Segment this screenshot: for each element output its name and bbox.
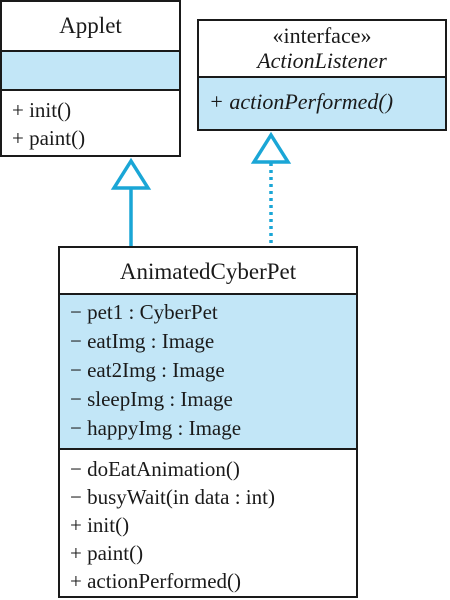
operation-row: + actionPerformed() — [70, 569, 242, 593]
applet-class-name: Applet — [59, 13, 122, 38]
interface-name: ActionListener — [257, 48, 387, 73]
interface-stereotype: «interface» — [272, 23, 372, 48]
interface-operation: + actionPerformed() — [209, 89, 394, 114]
animated-cyber-pet-attributes-section: − pet1 : CyberPet − eatImg : Image − eat… — [60, 293, 356, 448]
applet-operation: + paint() — [12, 126, 86, 150]
animated-cyber-pet-class-name: AnimatedCyberPet — [119, 259, 297, 284]
applet-operation: + init() — [12, 98, 72, 122]
applet-operations-section: + init() + paint() — [2, 89, 179, 155]
generalization-arrow — [110, 157, 152, 246]
attribute-row: − eat2Img : Image — [70, 358, 225, 382]
realization-arrow — [250, 131, 292, 246]
operation-row: + init() — [70, 513, 130, 537]
attribute-row: − sleepImg : Image — [70, 387, 233, 411]
animated-cyber-pet-class-box: AnimatedCyberPet − pet1 : CyberPet − eat… — [58, 246, 358, 598]
action-listener-interface-box: «interface» ActionListener + actionPerfo… — [197, 19, 447, 131]
attribute-row: − happyImg : Image — [70, 416, 242, 440]
applet-class-box: Applet + init() + paint() — [0, 0, 181, 157]
operation-row: − busyWait(in data : int) — [70, 485, 275, 509]
attribute-row: − eatImg : Image — [70, 329, 215, 353]
animated-cyber-pet-operations-section: − doEatAnimation() − busyWait(in data : … — [60, 448, 356, 595]
applet-attributes-section — [2, 50, 179, 89]
operation-row: + paint() — [70, 541, 144, 565]
operation-row: − doEatAnimation() — [70, 457, 240, 481]
attribute-row: − pet1 : CyberPet — [70, 300, 218, 324]
interface-operations-section: + actionPerformed() — [199, 76, 445, 129]
